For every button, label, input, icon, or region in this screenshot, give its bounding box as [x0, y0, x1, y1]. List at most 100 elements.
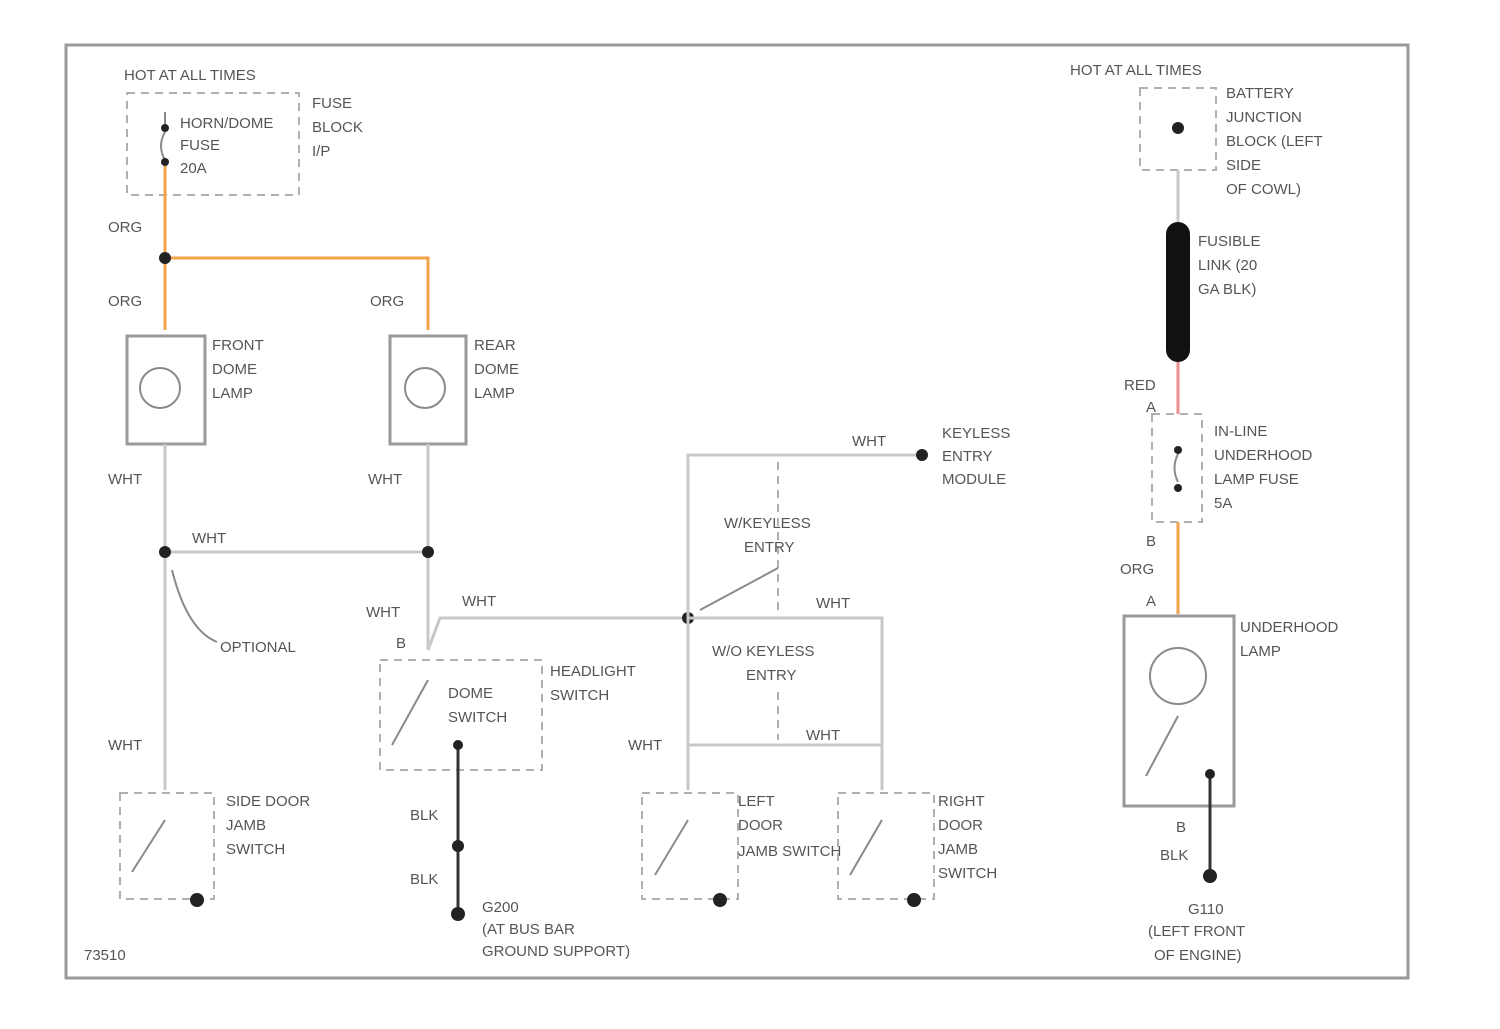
- keyless-option-switch: [700, 568, 778, 610]
- side-door-label-2: JAMB: [226, 817, 266, 834]
- underhood-switch-arm: [1146, 716, 1178, 776]
- diagram-code: 73510: [84, 947, 126, 964]
- right-door-label-1: RIGHT: [938, 793, 985, 810]
- fuse-block-label-2: BLOCK: [312, 119, 363, 136]
- splice-org: [159, 252, 171, 264]
- pin-b-label-1: B: [396, 635, 406, 652]
- wire-label-wht-1: WHT: [108, 471, 142, 488]
- keyless-module-label-1: KEYLESS: [942, 425, 1010, 442]
- fuse-element: [161, 132, 165, 160]
- hot-at-all-times-right: HOT AT ALL TIMES: [1070, 62, 1202, 79]
- inline-underhood-fuse: [1152, 414, 1202, 522]
- keyless-module-terminal: [916, 449, 928, 461]
- front-dome-label-3: LAMP: [212, 385, 253, 402]
- ground-g110-label-1: G110: [1188, 901, 1224, 918]
- rear-dome-label-2: DOME: [474, 361, 519, 378]
- fuse-label-amps: 20A: [180, 160, 207, 177]
- left-door-jamb-switch: [642, 793, 738, 899]
- underhood-switch-terminal: [1205, 769, 1215, 779]
- rear-dome-lamp: [390, 336, 466, 444]
- wire-label-wht-2: WHT: [368, 471, 402, 488]
- inline-label-4: 5A: [1214, 495, 1232, 512]
- right-door-label-3: JAMB: [938, 841, 978, 858]
- pin-a-label-2: A: [1146, 593, 1156, 610]
- splice-wht-left: [159, 546, 171, 558]
- ground-g200-label-1: G200: [482, 899, 519, 916]
- keyless-module-label-3: MODULE: [942, 471, 1006, 488]
- ground-g110-label-2: (LEFT FRONT: [1148, 923, 1245, 940]
- side-door-ground-dot: [190, 893, 204, 907]
- wire-label-wht-3: WHT: [192, 530, 226, 547]
- battery-label-1: BATTERY: [1226, 85, 1294, 102]
- rear-dome-label-1: REAR: [474, 337, 516, 354]
- left-door-ground-dot: [713, 893, 727, 907]
- right-door-switch-arm: [850, 820, 882, 875]
- wire-label-wht-8: WHT: [816, 595, 850, 612]
- left-door-switch-arm: [655, 820, 688, 875]
- ground-g200-dot: [451, 907, 465, 921]
- optional-leader: [172, 570, 217, 642]
- underhood-label-2: LAMP: [1240, 643, 1281, 660]
- side-door-label-3: SWITCH: [226, 841, 285, 858]
- w-keyless-label-2: ENTRY: [744, 539, 795, 556]
- fuse-label-fuse: FUSE: [180, 137, 220, 154]
- battery-label-2: JUNCTION: [1226, 109, 1302, 126]
- hot-at-all-times-left: HOT AT ALL TIMES: [124, 67, 256, 84]
- wire-label-wht-10: WHT: [806, 727, 840, 744]
- side-door-jamb-switch: [120, 793, 214, 899]
- inline-fuse-terminal-top: [1174, 446, 1182, 454]
- front-dome-label-2: DOME: [212, 361, 257, 378]
- battery-label-4: SIDE: [1226, 157, 1261, 174]
- inline-label-3: LAMP FUSE: [1214, 471, 1299, 488]
- wire-wht-keyless-module: [688, 455, 922, 618]
- wire-label-wht-5: WHT: [366, 604, 400, 621]
- left-door-label-2: DOOR: [738, 817, 783, 834]
- optional-label: OPTIONAL: [220, 639, 296, 656]
- splice-blk: [452, 840, 464, 852]
- dome-switch-terminal: [453, 740, 463, 750]
- wire-label-org-2: ORG: [108, 293, 142, 310]
- right-door-jamb-switch: [838, 793, 934, 899]
- fuse-terminal-bottom: [161, 158, 169, 166]
- underhood-label-1: UNDERHOOD: [1240, 619, 1339, 636]
- splice-wht-right: [422, 546, 434, 558]
- underhood-bulb-icon: [1150, 648, 1206, 704]
- wire-label-wht-6: WHT: [462, 593, 496, 610]
- headlight-switch-label-2: SWITCH: [550, 687, 609, 704]
- wo-keyless-label-1: W/O KEYLESS: [712, 643, 815, 660]
- front-dome-label-1: FRONT: [212, 337, 264, 354]
- battery-label-5: OF COWL): [1226, 181, 1301, 198]
- ground-g110-dot: [1203, 869, 1217, 883]
- fuse-label-horn-dome: HORN/DOME: [180, 115, 273, 132]
- wire-label-org-1: ORG: [108, 219, 142, 236]
- ground-g110-label-3: OF ENGINE): [1154, 947, 1242, 964]
- wire-label-red: RED: [1124, 377, 1156, 394]
- rear-dome-bulb-icon: [405, 368, 445, 408]
- rear-dome-label-3: LAMP: [474, 385, 515, 402]
- pin-b-label-2: B: [1146, 533, 1156, 550]
- inline-fuse-element: [1175, 454, 1179, 482]
- dome-switch-label-1: DOME: [448, 685, 493, 702]
- fuse-block-label-1: FUSE: [312, 95, 352, 112]
- wire-label-org-3: ORG: [370, 293, 404, 310]
- dome-switch-label-2: SWITCH: [448, 709, 507, 726]
- fusible-label-3: GA BLK): [1198, 281, 1256, 298]
- right-door-label-2: DOOR: [938, 817, 983, 834]
- left-door-label-3: JAMB SWITCH: [738, 843, 841, 860]
- keyless-module-label-2: ENTRY: [942, 448, 993, 465]
- wire-label-wht-4: WHT: [108, 737, 142, 754]
- headlight-switch-label-1: HEADLIGHT: [550, 663, 636, 680]
- fusible-label-2: LINK (20: [1198, 257, 1257, 274]
- battery-label-3: BLOCK (LEFT: [1226, 133, 1323, 150]
- wo-keyless-label-2: ENTRY: [746, 667, 797, 684]
- wire-label-blk-3: BLK: [1160, 847, 1188, 864]
- wire-label-blk-2: BLK: [410, 871, 438, 888]
- front-dome-bulb-icon: [140, 368, 180, 408]
- inline-fuse-terminal-bottom: [1174, 484, 1182, 492]
- wire-label-blk-1: BLK: [410, 807, 438, 824]
- front-dome-lamp: [127, 336, 205, 444]
- dome-switch-arm: [392, 680, 428, 745]
- ground-g200-label-2: (AT BUS BAR: [482, 921, 575, 938]
